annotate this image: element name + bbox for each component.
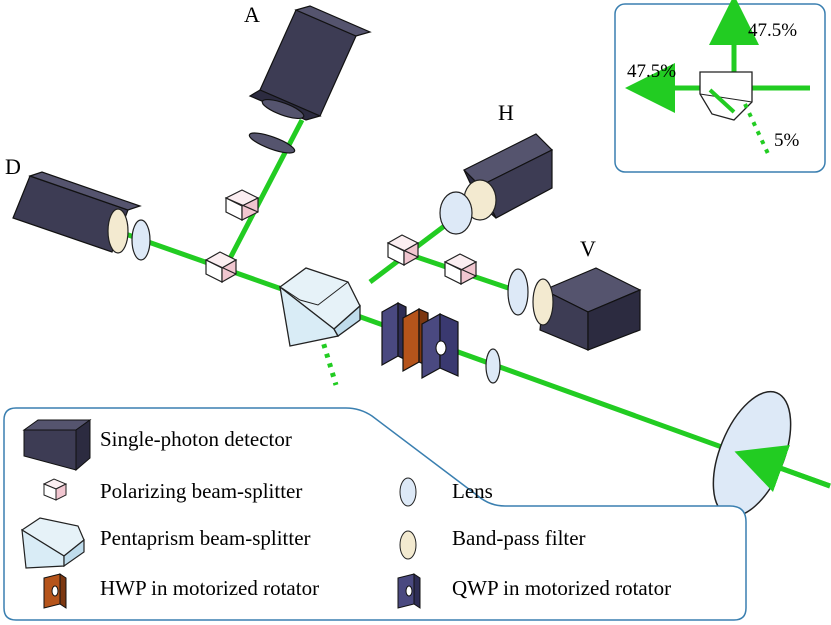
inset-left-pct: 47.5%	[627, 61, 676, 82]
pbs-h	[386, 234, 420, 267]
legend-panel: Single-photon detector Polarizing beam-s…	[3, 407, 747, 621]
legend-pentaprism-icon	[20, 517, 85, 569]
legend-qwp-icon	[397, 573, 421, 609]
pbs-v	[443, 253, 478, 285]
legend-hwp-icon	[43, 573, 67, 609]
detector-v	[507, 267, 642, 351]
label-d: D	[5, 154, 21, 179]
legend-pbs-label: Polarizing beam-splitter	[100, 479, 302, 503]
input-small-lens	[485, 348, 501, 384]
legend-lens-label: Lens	[452, 479, 493, 503]
label-v: V	[580, 236, 596, 261]
legend-qwp-label: QWP in motorized rotator	[452, 576, 671, 600]
legend-bandpass-icon	[399, 530, 417, 560]
pbs-main	[204, 251, 238, 284]
legend-lens-icon	[399, 477, 417, 507]
inset-bottom-pct: 5%	[774, 130, 800, 151]
inset-top-pct: 47.5%	[748, 20, 797, 41]
detector-d	[12, 171, 151, 261]
inset-panel: 47.5% 47.5% 5%	[614, 0, 826, 173]
detector-h	[439, 133, 554, 235]
legend-pentaprism-label: Pentaprism beam-splitter	[100, 526, 311, 550]
label-h: H	[498, 100, 514, 125]
pbs-a	[224, 189, 260, 221]
legend-pbs-icon	[42, 478, 68, 501]
qwp-rotator-2	[421, 312, 459, 380]
legend-bandpass-label: Band-pass filter	[452, 526, 586, 550]
legend-hwp-label: HWP in motorized rotator	[100, 576, 319, 600]
label-a: A	[244, 2, 260, 27]
input-lens	[712, 390, 792, 518]
detector-a	[248, 5, 372, 154]
legend-detector-label: Single-photon detector	[100, 427, 292, 451]
input-beam-arrow	[734, 444, 831, 493]
pentaprism-beam-splitter	[278, 267, 361, 347]
legend-detector-icon	[22, 419, 92, 472]
